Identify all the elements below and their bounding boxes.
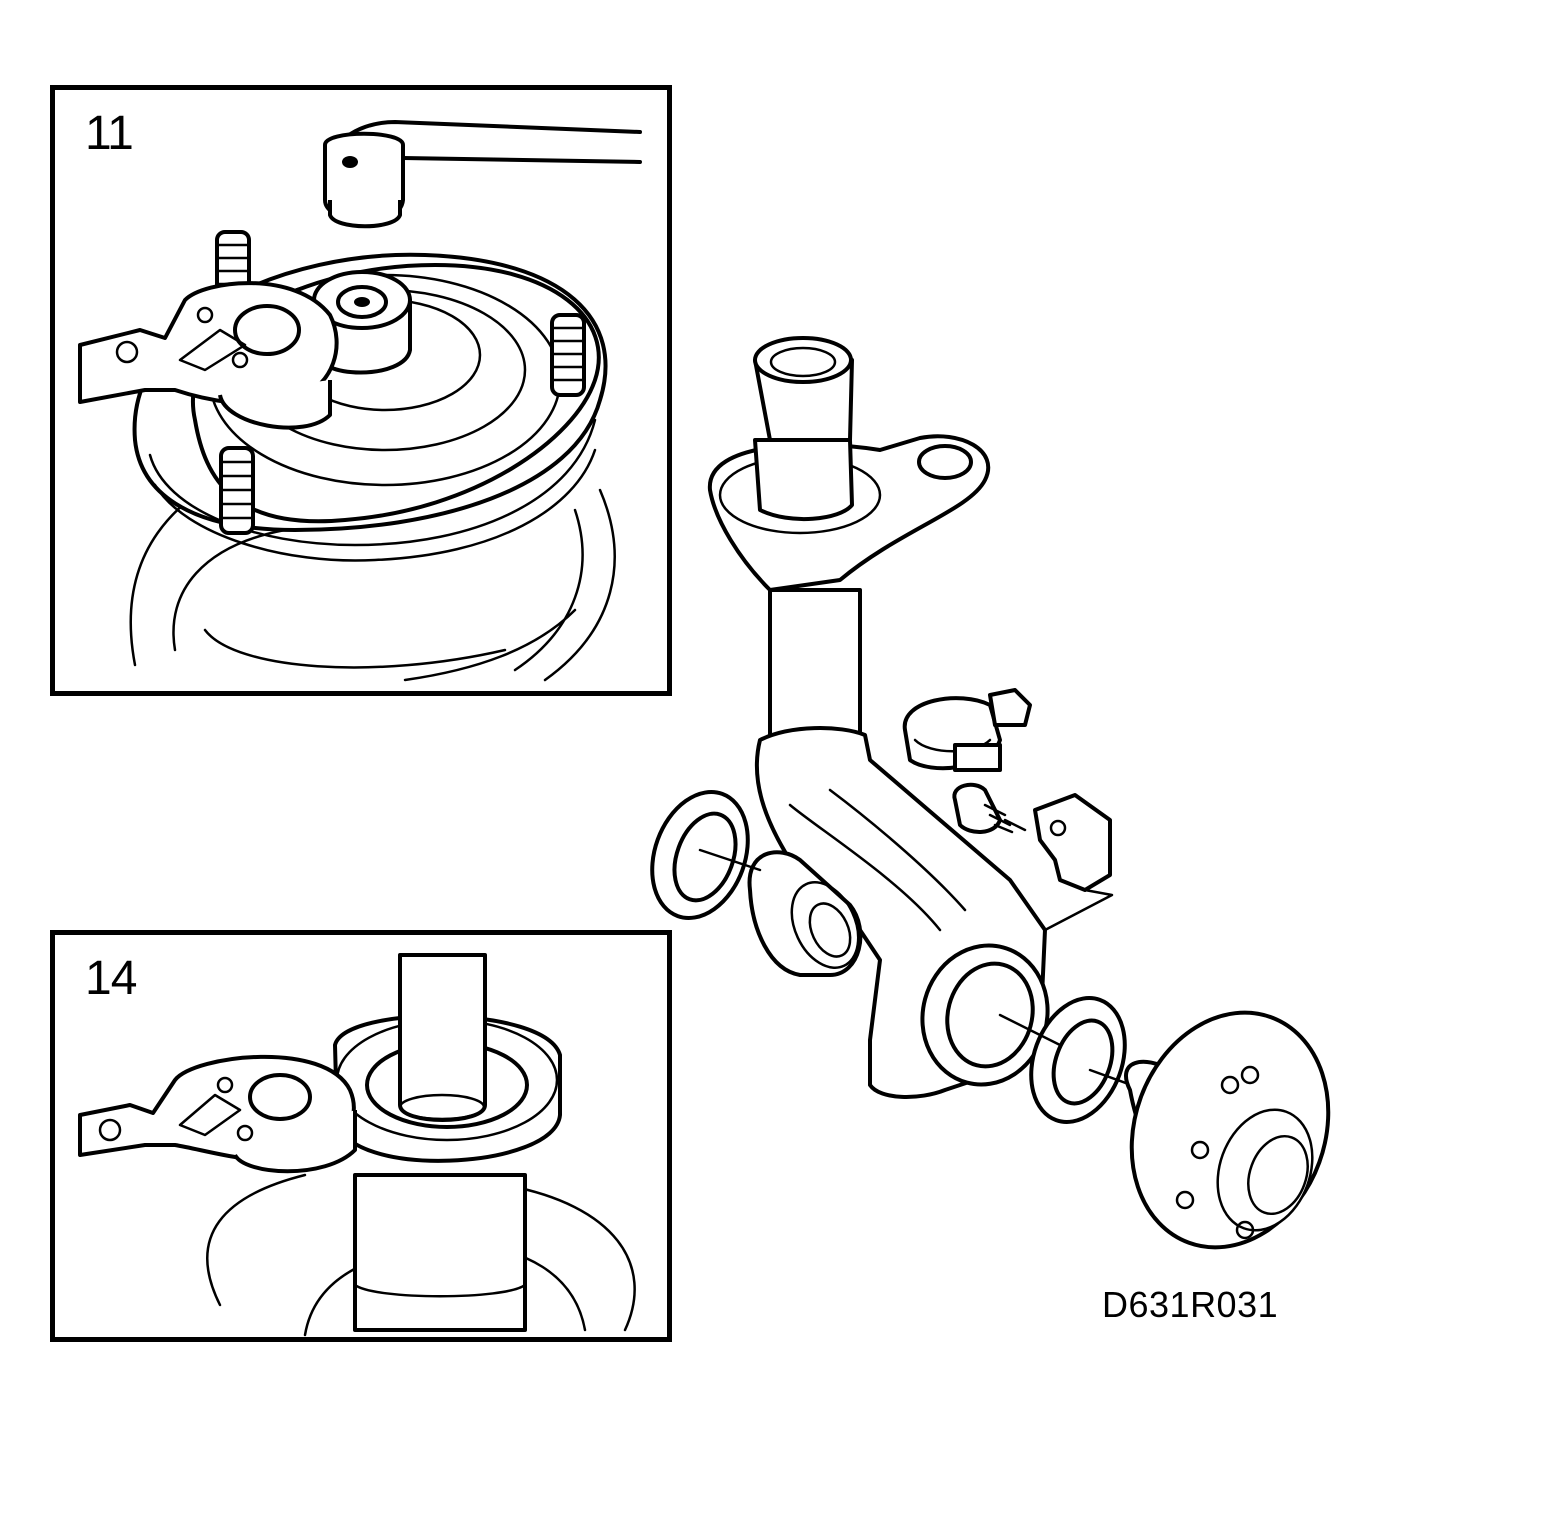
centre-nut-hole <box>354 297 370 307</box>
mount-bush <box>917 444 973 480</box>
spring-seat-rim <box>153 448 597 562</box>
spring-coil <box>403 608 577 682</box>
tool-bore <box>248 1073 312 1121</box>
hub-bore <box>945 961 1035 1069</box>
step-11-panel: 11 <box>50 85 672 696</box>
tool-bore <box>233 304 301 356</box>
spring-coil <box>206 1173 307 1307</box>
spring-coil <box>543 488 616 682</box>
figure-code: D631R031 <box>1102 1284 1279 1325</box>
spring-coil <box>513 508 584 672</box>
hose-clamp <box>902 688 1032 772</box>
step-11-illustration <box>78 120 642 682</box>
stud <box>219 446 255 535</box>
spring-coil <box>203 628 507 669</box>
step-14-illustration <box>78 953 636 1337</box>
step-number: 11 <box>85 107 134 160</box>
step-14-panel: 14 <box>50 930 672 1342</box>
ball-joint-boss <box>747 850 863 977</box>
holding-tool <box>78 1054 357 1174</box>
bolt <box>952 782 1027 834</box>
circlip <box>998 996 1147 1124</box>
sensor-bracket <box>1033 793 1114 932</box>
socket-wrench-tool <box>323 120 642 229</box>
spring-coil <box>172 528 287 652</box>
wheel-hub <box>1124 1010 1331 1250</box>
holding-tool <box>78 281 339 430</box>
step-number: 14 <box>85 952 137 1005</box>
spring-seat-rim <box>148 418 597 547</box>
stud <box>550 313 586 397</box>
spring-coil <box>503 1183 636 1332</box>
circlip <box>650 790 762 920</box>
strut-body <box>353 1173 527 1332</box>
